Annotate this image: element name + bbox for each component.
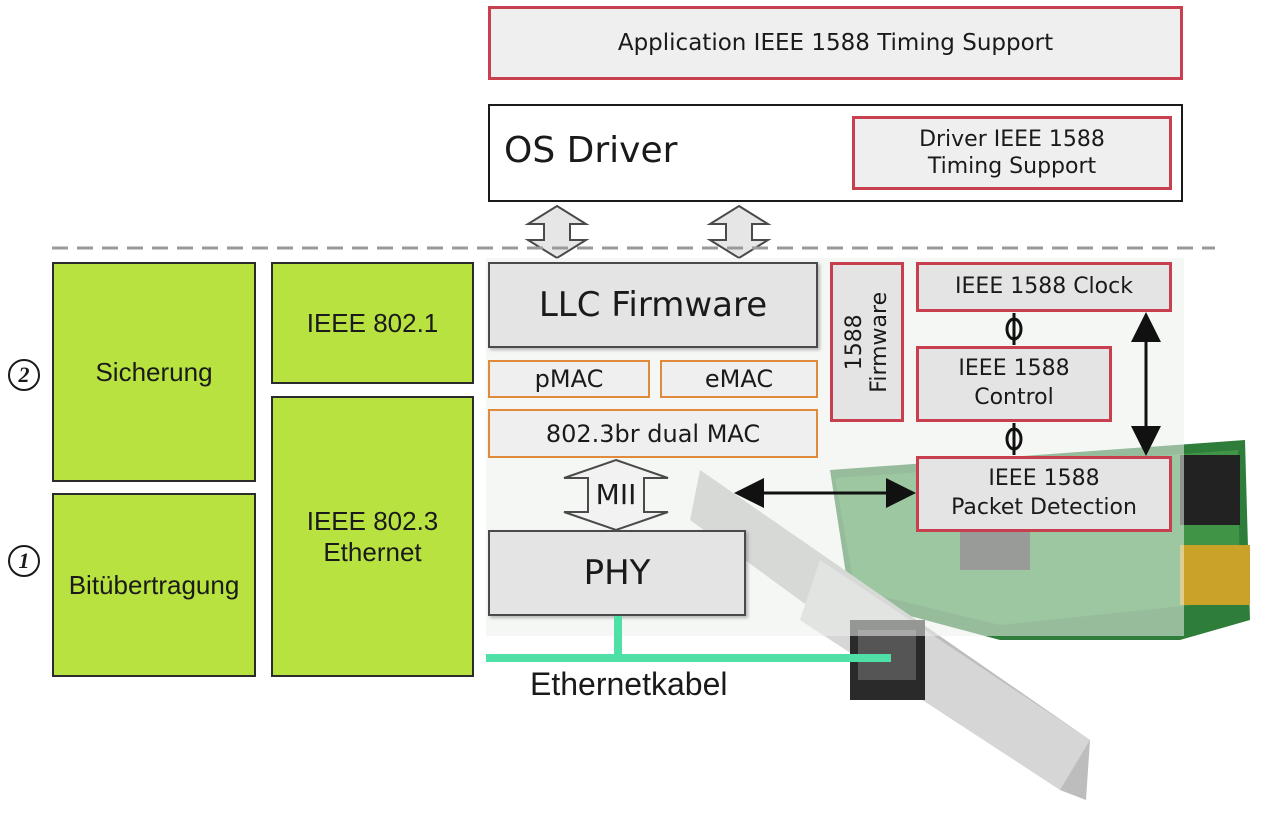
dual-mac-label: 802.3br dual MAC (545, 419, 761, 448)
driver-timing-line1: Driver IEEE 1588 (919, 126, 1105, 152)
ethernet-cable-line (486, 616, 891, 662)
os-driver-label: OS Driver (504, 130, 678, 171)
ieee1588-control-line2: Control (974, 385, 1054, 410)
ieee1588-clock-label: IEEE 1588 Clock (955, 273, 1133, 299)
layer-2-number: 2 (8, 359, 40, 391)
phy-label: PHY (583, 553, 651, 593)
pmac-label: pMAC (534, 365, 604, 393)
ieee-8023-line1: IEEE 802.3 (306, 505, 439, 536)
mii-label-text: MII (595, 477, 637, 511)
ieee1588-control-line1: IEEE 1588 (958, 356, 1070, 382)
ieee1588-packet-line1: IEEE 1588 (988, 466, 1100, 492)
ethernet-cable-label-text: Ethernetkabel (530, 666, 728, 702)
ieee1588-packet-detection-box: IEEE 1588 Packet Detection (916, 456, 1172, 532)
ieee-8021-box: IEEE 802.1 (271, 262, 474, 384)
ieee-8023-line2: Ethernet (323, 536, 422, 567)
driver-timing-support-box: Driver IEEE 1588 Timing Support (852, 116, 1172, 190)
layer-2-number-text: 2 (18, 362, 30, 387)
bituebertragung-label: Bitübertragung (68, 569, 240, 600)
dual-mac-box: 802.3br dual MAC (488, 409, 818, 458)
ieee-8023-box: IEEE 802.3 Ethernet (271, 396, 474, 677)
ieee1588-packet-line2: Packet Detection (951, 495, 1137, 520)
layer-1-number-text: 1 (18, 548, 30, 573)
application-timing-support-label: Application IEEE 1588 Timing Support (617, 30, 1054, 56)
mii-label: MII (576, 474, 656, 514)
ieee1588-control-box: IEEE 1588 Control (916, 346, 1112, 422)
ieee-8021-label: IEEE 802.1 (306, 307, 439, 338)
pmac-box: pMAC (488, 360, 650, 398)
ethernet-cable-label: Ethernetkabel (530, 666, 727, 703)
layer-divider-dashed-line (52, 246, 1215, 250)
layer-1-number: 1 (8, 545, 40, 577)
llc-firmware-label: LLC Firmware (538, 285, 768, 325)
sicherung-layer-box: Sicherung (52, 262, 256, 482)
ieee1588-clock-box: IEEE 1588 Clock (916, 262, 1172, 312)
llc-firmware-box: LLC Firmware (488, 262, 818, 348)
phy-box: PHY (488, 530, 746, 616)
driver-timing-line2: Timing Support (927, 154, 1097, 179)
sicherung-label: Sicherung (95, 356, 213, 387)
emac-label: eMAC (704, 365, 774, 393)
bituebertragung-layer-box: Bitübertragung (52, 493, 256, 677)
firmware-1588-box: 1588 Firmware (830, 262, 904, 422)
emac-box: eMAC (660, 360, 818, 398)
application-timing-support-box: Application IEEE 1588 Timing Support (488, 6, 1183, 80)
